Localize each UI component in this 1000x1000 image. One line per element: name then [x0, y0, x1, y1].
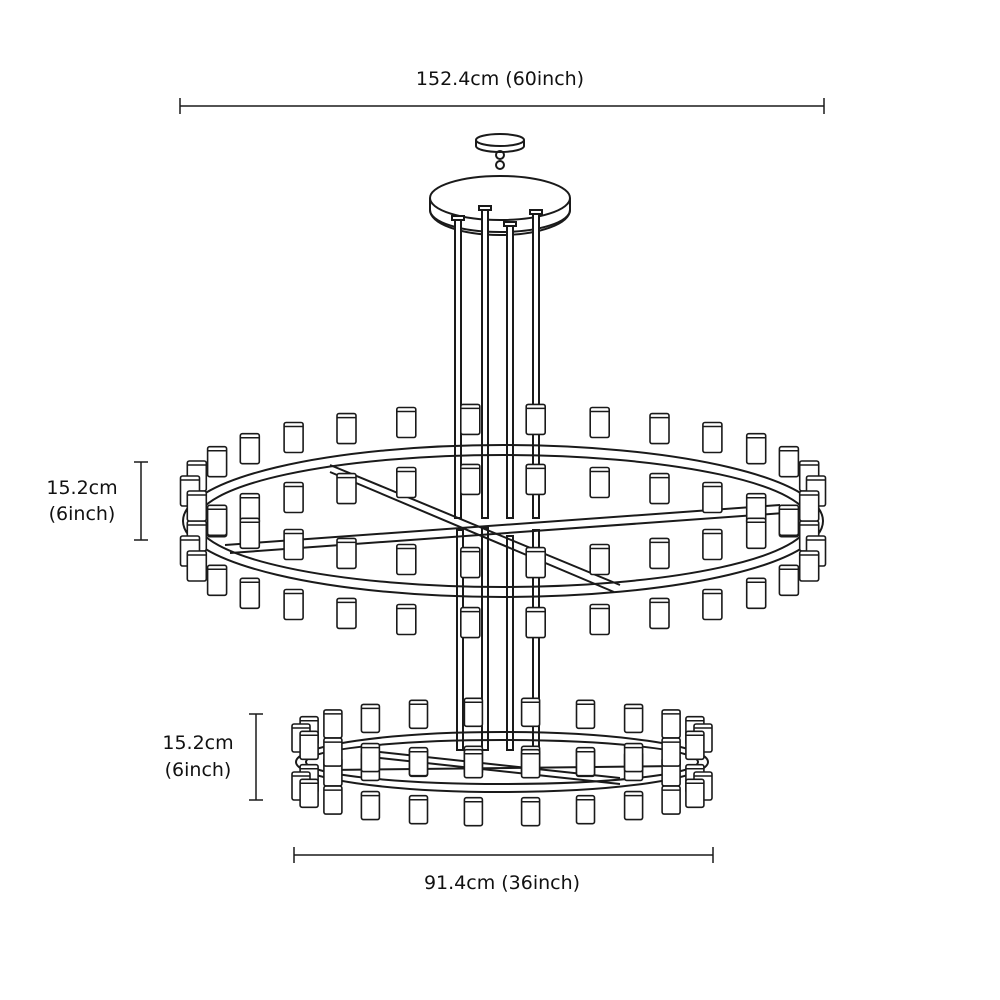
- candle-cup-top: [525, 403, 547, 436]
- lower-height-in-label: (6inch): [165, 759, 232, 781]
- candle-cup-top: [360, 742, 381, 773]
- candle-cup-bottom: [798, 550, 820, 582]
- upper-ring: [182, 444, 824, 598]
- candle-cup-bottom: [459, 606, 481, 639]
- candle-cup-bottom: [702, 481, 723, 514]
- upper-height-cm-label: 15.2cm: [46, 477, 117, 499]
- top-width-label: 152.4cm (60inch): [416, 68, 584, 90]
- candle-cup-bottom: [685, 778, 705, 809]
- candle-cup-top: [575, 746, 596, 777]
- candle-cup-top: [239, 432, 261, 465]
- bottom-width-label: 91.4cm (36inch): [424, 872, 580, 894]
- candle-cup-top: [336, 537, 357, 570]
- candle-cup-top: [360, 703, 381, 734]
- candle-cup-top: [459, 546, 481, 579]
- candle-cup-bottom: [702, 588, 723, 621]
- candle-cup-bottom: [745, 577, 767, 610]
- candle-cup-top: [323, 709, 343, 739]
- candle-cup-bottom: [283, 481, 304, 514]
- candle-cup-top: [283, 528, 304, 561]
- candle-cup-top: [283, 421, 304, 454]
- candle-cup-top: [395, 543, 417, 576]
- candle-cup-top: [702, 421, 723, 454]
- candle-cup-top: [702, 528, 723, 561]
- candle-cup-top: [206, 504, 228, 537]
- candle-cup-bottom: [649, 472, 670, 505]
- candle-cup-top: [463, 748, 484, 779]
- candle-cup-top: [206, 445, 228, 478]
- candle-cup-top: [649, 537, 670, 570]
- upper-candle-holders: [179, 403, 827, 639]
- candle-cup-bottom: [459, 463, 481, 496]
- candle-cup-bottom: [525, 463, 547, 496]
- candle-cup-bottom: [623, 790, 644, 821]
- candle-cup-top: [395, 406, 417, 439]
- candle-cup-top: [408, 746, 429, 777]
- candle-cup-bottom: [186, 550, 208, 582]
- candle-cup-top: [661, 709, 681, 739]
- candle-cup-top: [408, 699, 429, 730]
- candle-cup-top: [649, 412, 670, 445]
- candle-cup-bottom: [589, 466, 611, 499]
- candle-cup-bottom: [778, 564, 800, 597]
- candle-cup-bottom: [395, 603, 417, 636]
- candle-cup-top: [299, 730, 319, 761]
- candle-cup-bottom: [206, 564, 228, 597]
- candle-cup-top: [525, 546, 547, 579]
- candle-cup-top: [520, 697, 541, 728]
- lower-ring: [295, 731, 709, 793]
- candle-cup-bottom: [463, 796, 484, 827]
- candle-cup-top: [778, 445, 800, 478]
- candle-cup-bottom: [525, 606, 547, 639]
- candle-cup-bottom: [323, 785, 343, 815]
- candle-cup-top: [589, 406, 611, 439]
- candle-cup-bottom: [336, 472, 357, 505]
- candle-cup-top: [463, 697, 484, 728]
- bottom-width-dimension: 91.4cm (36inch): [293, 847, 714, 894]
- candle-cup-top: [685, 730, 705, 761]
- candle-cup-top: [623, 742, 644, 773]
- candle-cup-top: [575, 699, 596, 730]
- candle-cup-top: [336, 412, 357, 445]
- candle-cup-top: [661, 737, 681, 767]
- candle-cup-top: [798, 490, 820, 522]
- candle-cup-top: [745, 517, 767, 550]
- lower-candle-holders: [291, 697, 713, 827]
- candle-cup-bottom: [661, 785, 681, 815]
- lower-height-cm-label: 15.2cm: [162, 732, 233, 754]
- candle-cup-top: [459, 403, 481, 436]
- candle-cup-top: [186, 490, 208, 522]
- candle-cup-bottom: [360, 790, 381, 821]
- candle-cup-top: [520, 748, 541, 779]
- candle-cup-bottom: [575, 794, 596, 825]
- candle-cup-bottom: [239, 577, 261, 610]
- candle-cup-top: [623, 703, 644, 734]
- candle-cup-top: [323, 737, 343, 767]
- candle-cup-bottom: [589, 603, 611, 636]
- candle-cup-bottom: [336, 597, 357, 630]
- candle-cup-bottom: [283, 588, 304, 621]
- lower-height-dimension: 15.2cm (6inch): [162, 713, 263, 801]
- top-width-dimension: 152.4cm (60inch): [179, 68, 825, 114]
- candle-cup-top: [745, 432, 767, 465]
- candle-cup-bottom: [649, 597, 670, 630]
- candle-cup-bottom: [395, 466, 417, 499]
- candle-cup-bottom: [408, 794, 429, 825]
- candle-cup-top: [589, 543, 611, 576]
- candle-cup-top: [778, 504, 800, 537]
- candle-cup-bottom: [299, 778, 319, 809]
- candle-cup-top: [239, 517, 261, 550]
- upper-height-in-label: (6inch): [49, 503, 116, 525]
- candle-cup-bottom: [520, 796, 541, 827]
- upper-height-dimension: 15.2cm (6inch): [46, 461, 148, 541]
